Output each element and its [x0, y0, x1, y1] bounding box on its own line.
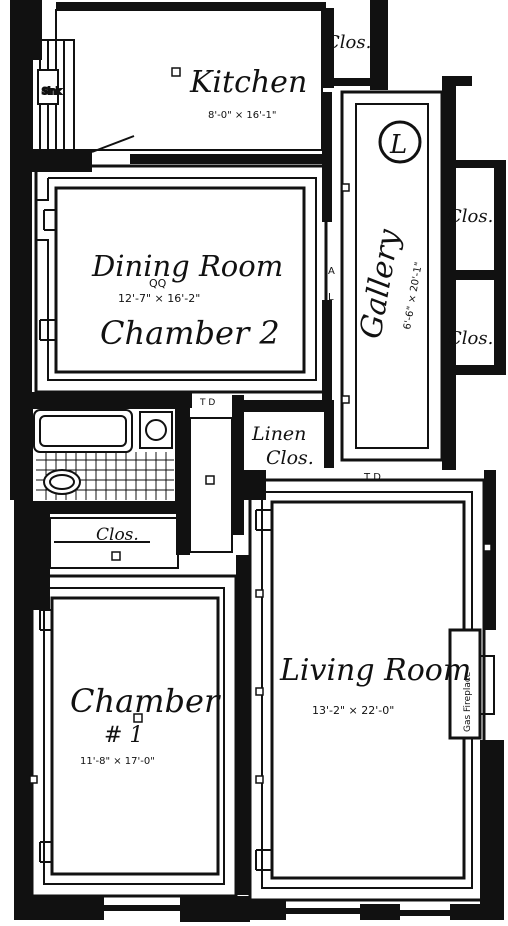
transom-living: T D	[363, 472, 381, 483]
chamber-1-dims: 11'-8" × 17'-0"	[80, 756, 155, 767]
closet-gallery-lower: Clos.	[448, 328, 493, 349]
center-hall	[189, 417, 233, 553]
kitchen-label: Kitchen	[189, 65, 307, 100]
kitchen-area: Sink Kitchen 8'-0" × 16'-1"	[31, 9, 323, 153]
fireplace	[448, 628, 482, 740]
gallery-badge-letter: L	[389, 130, 407, 160]
bathroom	[31, 407, 177, 503]
living-room	[248, 478, 495, 902]
svg-text:Sink: Sink	[42, 87, 62, 97]
dining-marker: QQ	[149, 277, 167, 290]
windows	[21, 190, 29, 880]
closet-gallery-upper: Clos.	[448, 206, 493, 227]
dining-room	[34, 164, 328, 394]
toilet	[43, 469, 81, 495]
gallery-room	[340, 90, 444, 462]
gallery-dims: 6'-6" × 20'-1"	[402, 261, 425, 330]
dining-room-label: Dining Room	[91, 249, 283, 283]
kitchen-range: Sink	[31, 39, 75, 151]
living-room-label: Living Room	[279, 653, 471, 688]
hall-letter-a: A	[328, 266, 335, 277]
gallery-label: Gallery	[353, 226, 407, 342]
walls	[10, 0, 506, 922]
hall-letter-l: L	[328, 292, 334, 303]
fireplace-label: Gas Fireplace	[463, 671, 473, 732]
closet-top-label: Clos.	[326, 32, 371, 53]
linen-closet-label-2: Clos.	[266, 447, 314, 469]
closet-top: Clos.	[326, 32, 371, 53]
chamber-2-label: Chamber 2	[100, 314, 280, 352]
chamber-closet-label: Clos.	[96, 525, 139, 545]
chamber-1-label: Chamber	[70, 682, 221, 720]
chamber-1-room	[30, 574, 238, 898]
sink	[139, 411, 173, 449]
living-room-dims: 13'-2" × 22'-0"	[312, 704, 394, 717]
outlet-markers	[29, 183, 492, 784]
gallery-badge	[378, 120, 422, 164]
chamber-1-number: # 1	[104, 723, 143, 748]
linen-closet-label: Linen	[251, 423, 306, 445]
transom-dining: T D	[199, 398, 215, 408]
dining-room-dims: 12'-7" × 16'-2"	[118, 292, 200, 305]
bathtub	[33, 409, 133, 453]
chamber-closet	[49, 517, 179, 569]
kitchen-dims: 8'-0" × 16'-1"	[208, 110, 276, 121]
